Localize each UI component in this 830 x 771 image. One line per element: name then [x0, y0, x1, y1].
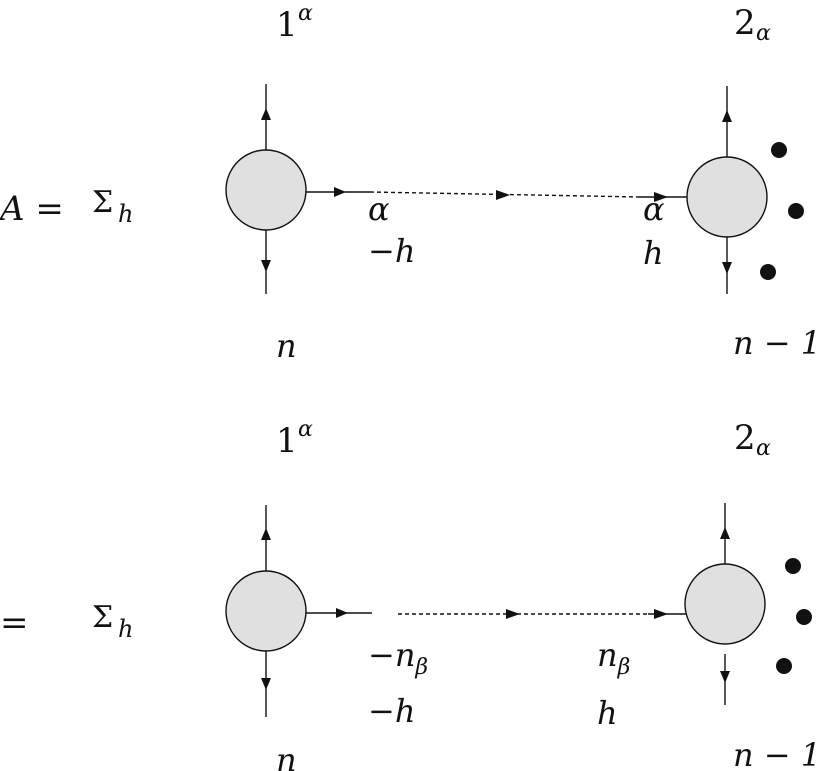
- equation-2-propagator: −nβ −h nβ h: [368, 609, 686, 732]
- arrow-right-icon: [496, 190, 510, 200]
- right-vertex-blob: [686, 156, 768, 238]
- left-vertex-blob: [225, 149, 307, 231]
- right-vertex-top-subscript: α: [756, 436, 771, 461]
- propagator-left-label: α: [368, 190, 390, 228]
- arrow-up-icon: [720, 527, 730, 539]
- right-vertex-top-label: 2: [734, 3, 756, 43]
- ellipsis-dot: [776, 658, 792, 674]
- arrow-right-icon: [506, 609, 520, 619]
- ellipsis-dot: [788, 203, 804, 219]
- arrow-right-icon: [654, 609, 668, 619]
- arrow-right-icon: [654, 192, 668, 202]
- right-vertex-top-label: 2: [734, 418, 756, 458]
- left-vertex-bottom-label: n: [276, 741, 297, 771]
- arrow-down-icon: [261, 260, 271, 272]
- propagator-right-momentum: h: [597, 694, 618, 732]
- left-vertex-blob: [225, 570, 307, 652]
- propagator-right-label: α: [643, 190, 665, 228]
- right-vertex-bottom-label: n − 1: [733, 324, 821, 362]
- arrow-up-icon: [722, 110, 732, 122]
- propagator-left-momentum: −h: [368, 232, 415, 270]
- ellipsis-dot: [760, 264, 776, 280]
- equation-1-left-vertex: 1 α n: [225, 1, 370, 365]
- equation-2-sum-symbol: Σ: [92, 600, 113, 635]
- propagator-right-label: nβ: [597, 636, 630, 680]
- arrow-up-icon: [261, 108, 271, 120]
- arrow-down-icon: [722, 262, 732, 274]
- equation-2-right-vertex: 2 α n − 1: [684, 418, 821, 771]
- ellipsis-dot: [796, 609, 812, 625]
- equation-2-left-vertex: 1 α n: [225, 417, 372, 771]
- equation-1-propagator: α −h α h: [368, 190, 688, 272]
- arrow-right-icon: [336, 608, 348, 618]
- arrow-up-icon: [261, 528, 271, 540]
- propagator-left-label-main: −n: [368, 636, 415, 674]
- arrow-down-icon: [261, 678, 271, 690]
- arrow-down-icon: [720, 671, 730, 683]
- right-vertex-blob: [684, 563, 766, 645]
- left-vertex-bottom-label: n: [276, 327, 297, 365]
- propagator-right-momentum: h: [643, 234, 664, 272]
- propagator-left-momentum: −h: [368, 692, 415, 730]
- equation-1-sum-subscript: h: [118, 200, 133, 228]
- equation-2-sum-subscript: h: [118, 615, 133, 643]
- right-vertex-bottom-label: n − 1: [733, 736, 821, 771]
- left-vertex-top-label: 1: [276, 421, 298, 461]
- propagator-right-label-subscript: β: [617, 655, 631, 680]
- equation-1-right-vertex: 2 α n − 1: [686, 3, 821, 362]
- propagator-left-label: −nβ: [368, 636, 428, 680]
- arrow-right-icon: [334, 187, 346, 197]
- right-vertex-top-subscript: α: [756, 21, 771, 46]
- ellipsis-dot: [771, 142, 787, 158]
- left-vertex-top-superscript: α: [298, 417, 313, 442]
- equation-2: = Σ h 1 α n −nβ −h nβ h: [0, 417, 821, 771]
- left-vertex-top-label: 1: [276, 5, 298, 45]
- equation-1-lhs: A =: [0, 189, 64, 229]
- propagator-left-label-subscript: β: [414, 655, 428, 680]
- equation-1-sum-symbol: Σ: [92, 185, 113, 220]
- equation-1: A = Σ h 1 α n α −h α h: [0, 1, 821, 365]
- equation-2-lhs: =: [0, 603, 29, 643]
- propagator-right-label-main: n: [597, 636, 618, 674]
- ellipsis-dot: [785, 558, 801, 574]
- left-vertex-top-superscript: α: [298, 1, 313, 26]
